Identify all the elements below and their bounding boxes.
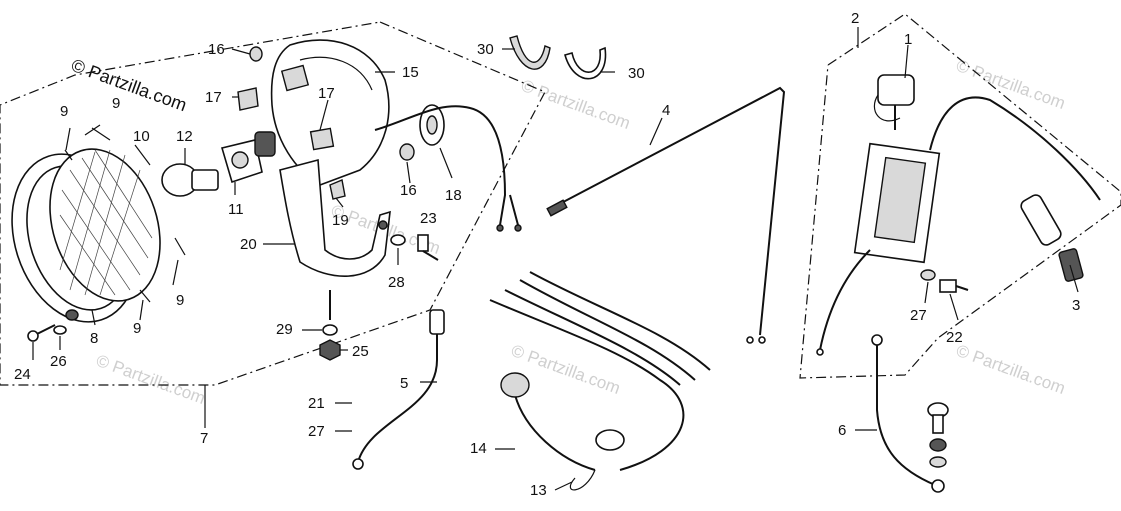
- callout-28: 28: [388, 274, 405, 291]
- leader-lines: [32, 27, 1079, 491]
- ground-cable: [871, 334, 945, 493]
- callout-4: 4: [662, 102, 670, 119]
- callout-16: 16: [400, 182, 417, 199]
- nut: [65, 309, 79, 321]
- callout-2: 2: [851, 10, 859, 27]
- callout-25: 25: [352, 343, 369, 360]
- callout-30: 30: [477, 41, 494, 58]
- callout-17: 17: [205, 89, 222, 106]
- cable-terminal: [758, 336, 766, 344]
- callout-24: 24: [14, 366, 31, 383]
- ignition-coil-boundary: [799, 13, 1121, 379]
- watermark-main: © Partzilla.com: [69, 55, 190, 115]
- headlight-wire: [374, 105, 519, 226]
- spring: [84, 124, 111, 141]
- callout-labels: 1 2 3 4 5 6 7 8 9 9 9 9 10 11 12 13 14 1…: [14, 10, 1080, 499]
- rim-screw: [27, 324, 56, 342]
- cable-terminal: [746, 336, 754, 344]
- callout-3: 3: [1072, 297, 1080, 314]
- headlight-case: [270, 39, 390, 186]
- callout-19: 19: [332, 212, 349, 229]
- headlight-lens: [49, 148, 161, 302]
- callout-14: 14: [470, 440, 487, 457]
- band-right: [564, 46, 607, 80]
- headlight-socket: [220, 131, 276, 184]
- callout-8: 8: [90, 330, 98, 347]
- callout-11: 11: [228, 201, 244, 218]
- watermark-faint: © Partzilla.com: [954, 56, 1068, 113]
- watermark-faint: © Partzilla.com: [94, 351, 208, 408]
- headlight-bulb: [161, 163, 219, 197]
- cap-nut: [249, 46, 263, 62]
- washer: [53, 325, 67, 335]
- callout-7: 7: [200, 430, 208, 447]
- callout-5: 5: [400, 375, 408, 392]
- cable-end: [546, 199, 568, 217]
- callout-21: 21: [308, 395, 325, 412]
- cap-nut: [399, 143, 415, 161]
- coil-bolt: [939, 279, 969, 293]
- cord-clip: [329, 179, 346, 200]
- callout-9: 9: [112, 95, 120, 112]
- spring: [64, 149, 73, 161]
- callout-27: 27: [910, 307, 927, 324]
- callout-16: 16: [208, 41, 225, 58]
- condenser: [873, 74, 915, 130]
- callout-20: 20: [240, 236, 257, 253]
- wire-terminal: [496, 224, 504, 232]
- callout-27: 27: [308, 423, 325, 440]
- case-stay-bracket: [279, 158, 391, 278]
- watermark-faint: © Partzilla.com: [519, 76, 633, 133]
- washer: [920, 269, 936, 281]
- bolt: [417, 234, 439, 261]
- spring: [139, 289, 151, 303]
- case-clip: [237, 87, 259, 111]
- callout-1: 1: [904, 31, 912, 48]
- spark-plug-cap: [1020, 194, 1084, 282]
- callout-13: 13: [530, 482, 547, 499]
- callout-30: 30: [628, 65, 645, 82]
- grommet: [419, 104, 445, 146]
- wire-terminal: [514, 224, 522, 232]
- hex-nut: [319, 339, 341, 361]
- washer: [390, 234, 406, 246]
- spring: [174, 237, 186, 256]
- callout-15: 15: [402, 64, 419, 81]
- ground-lead: [352, 309, 445, 470]
- callout-26: 26: [50, 353, 67, 370]
- callout-18: 18: [445, 187, 462, 204]
- callout-6: 6: [838, 422, 846, 439]
- callout-22: 22: [946, 329, 963, 346]
- callout-17: 17: [318, 85, 335, 102]
- speedometer-cable: [547, 86, 786, 336]
- headlight-assembly-boundary: [0, 21, 546, 386]
- callout-10: 10: [133, 128, 150, 145]
- ground-bolt-set: [927, 402, 949, 468]
- band-left: [509, 35, 551, 70]
- callout-29: 29: [276, 321, 293, 338]
- ignition-coil: [816, 96, 1101, 356]
- callout-23: 23: [420, 210, 437, 227]
- watermark-faint: © Partzilla.com: [954, 341, 1068, 398]
- callout-9: 9: [60, 103, 68, 120]
- sub-harness: [489, 271, 711, 491]
- washer: [322, 324, 338, 336]
- callout-9: 9: [133, 320, 141, 337]
- callout-12: 12: [176, 128, 193, 145]
- callout-9: 9: [176, 292, 184, 309]
